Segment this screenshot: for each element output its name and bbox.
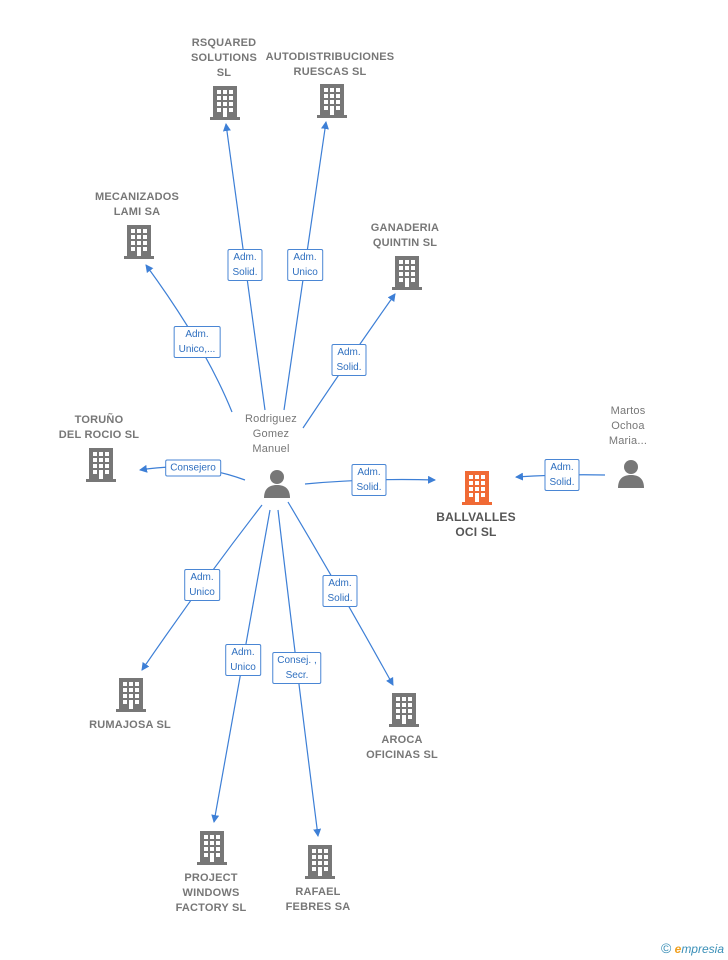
mecanizados-label[interactable]: MECANIZADOS LAMI SA — [94, 191, 180, 218]
toruno-label[interactable]: TORUÑO DEL ROCIO SL — [58, 414, 140, 441]
aroca-building-icon[interactable] — [389, 693, 419, 727]
rafael-building-icon[interactable] — [305, 845, 335, 879]
rodriguez-aroca-relation-label: Adm. Solid. — [322, 575, 358, 607]
rodriguez-toruno-relation-label: Consejero — [165, 459, 221, 477]
toruno-building-icon[interactable] — [86, 448, 116, 482]
autodistribuciones-label[interactable]: AUTODISTRIBUCIONES RUESCAS SL — [265, 51, 395, 78]
center-person-label[interactable]: Rodriguez Gomez Manuel — [245, 413, 297, 455]
rsquared-label[interactable]: RSQUARED SOLUTIONS SL — [191, 37, 257, 79]
brand-logo-initial: e — [674, 942, 682, 956]
rodriguez-mecanizados-relation-label: Adm. Unico,... — [173, 326, 221, 358]
rodriguez-rumajosa-relation-label: Adm. Unico — [184, 569, 220, 601]
rsquared-building-icon[interactable] — [210, 86, 240, 120]
project-label[interactable]: PROJECT WINDOWS FACTORY SL — [175, 872, 247, 914]
other-person-icon[interactable] — [618, 460, 644, 488]
rodriguez-rafael-relation-label: Consej. , Secr. — [272, 652, 322, 684]
rumajosa-label[interactable]: RUMAJOSA SL — [89, 719, 171, 731]
ganaderia-label[interactable]: GANADERIA QUINTIN SL — [370, 222, 440, 249]
rodriguez-ganaderia-relation-label: Adm. Solid. — [331, 344, 367, 376]
martos-target-relation-label: Adm. Solid. — [544, 459, 580, 491]
rafael-label[interactable]: RAFAEL FEBRES SA — [285, 886, 351, 913]
autodistribuciones-building-icon[interactable] — [317, 84, 347, 118]
mecanizados-building-icon[interactable] — [124, 225, 154, 259]
footer: © empresia — [661, 940, 724, 956]
project-building-icon[interactable] — [197, 831, 227, 865]
target-company-label[interactable]: BALLVALLES OCI SL — [436, 510, 516, 539]
aroca-label[interactable]: AROCA OFICINAS SL — [366, 734, 438, 761]
center-person-icon[interactable] — [264, 470, 290, 498]
brand-logo-text: mpresia — [681, 942, 724, 956]
rodriguez-rsquared-relation-label: Adm. Solid. — [227, 249, 263, 281]
rodriguez-autodistribuciones-relation-label: Adm. Unico — [287, 249, 323, 281]
copyright-icon: © — [660, 940, 672, 956]
other-person-label[interactable]: Martos Ochoa Maria... — [608, 405, 648, 447]
rodriguez-project-relation-label: Adm. Unico — [225, 644, 261, 676]
rodriguez-target-relation-label: Adm. Solid. — [351, 464, 387, 496]
target-building-icon[interactable] — [462, 471, 492, 505]
ganaderia-building-icon[interactable] — [392, 256, 422, 290]
rumajosa-building-icon[interactable] — [116, 678, 146, 712]
